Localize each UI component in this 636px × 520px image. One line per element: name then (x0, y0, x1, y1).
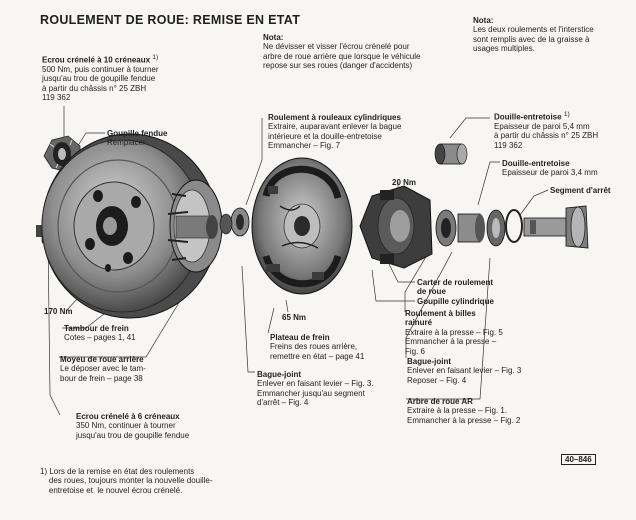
callout-roulement-cyl-text: Extraire, auparavant enlever la bague in… (268, 122, 402, 151)
callout-roulement-billes: Roulement à billes rainuré Extraire à la… (405, 309, 503, 356)
page-title: ROULEMENT DE ROUE: REMISE EN ETAT (40, 13, 301, 27)
leader-lines (47, 106, 549, 416)
brake-drum-part (41, 133, 219, 319)
callout-roulement-billes-heading: Roulement à billes rainuré (405, 309, 476, 328)
callout-moyeu-text: Le déposer avec le tam- bour de frein – … (60, 364, 146, 383)
roller-bearing-part (219, 207, 250, 237)
callout-tambour: Tambour de frein Cotes – pages 1, 41 (64, 324, 136, 343)
callout-plateau: Plateau de frein Freins des roues arrièr… (270, 333, 364, 361)
callout-arbre-heading: Arbre de roue AR (407, 397, 473, 406)
footnote: 1) Lors de la remise en état des rouleme… (40, 467, 213, 495)
callout-plateau-heading: Plateau de frein (270, 333, 330, 342)
callout-tambour-text: Cotes – pages 1, 41 (64, 333, 136, 343)
callout-bague-joint-2: Bague-joint Enlever en faisant levier – … (407, 357, 521, 385)
callout-170nm: 170 Nm (44, 307, 73, 316)
wheel-shaft-part (523, 205, 589, 249)
callout-20nm: 20 Nm (392, 178, 417, 187)
nota-right-heading: Nota: (473, 16, 494, 25)
callout-moyeu: Moyeu de roue arrière Le déposer avec le… (60, 355, 146, 383)
callout-bague-joint-1: Bague-joint Enlever en faisant levier – … (257, 370, 374, 408)
callout-bague-joint-1-heading: Bague-joint (257, 370, 301, 379)
callout-bague-joint-2-text: Enlever en faisant levier – Fig. 3 Repos… (407, 366, 522, 385)
callout-segment: Segment d'arrêt (550, 186, 611, 195)
callout-ecrou-6-text: 350 Nm, continuer à tourner jusqu'au tro… (76, 421, 190, 440)
callout-carter: Carter de roulement de roue (417, 278, 494, 297)
wheel-hub-part (167, 179, 223, 273)
callout-ecrou-6-heading: Ecrou crénelé à 6 créneaux (76, 412, 180, 421)
callout-douille-1-heading: Douille-entretoise (494, 112, 562, 122)
callout-roulement-cyl-heading: Roulement à rouleaux cylindriques (268, 113, 401, 122)
callout-ecrou-10: Ecrou crénelé à 10 créneaux 1) 500 Nm, p… (42, 53, 159, 103)
callout-douille-2-heading: Douille-entretoise (502, 159, 570, 168)
page-reference: 40–846 (561, 454, 596, 465)
callout-douille-1-text: Epaisseur de paroi 5,4 mm à partir du ch… (494, 122, 599, 150)
callout-65nm: 65 Nm (282, 313, 307, 322)
callout-douille-1: Douille-entretoise 1) Epaisseur de paroi… (494, 110, 598, 150)
spacer-sleeve-part (457, 213, 485, 243)
callout-ecrou-10-sup: 1) (152, 54, 159, 61)
nota-top-heading: Nota: (263, 33, 284, 42)
ball-bearing-part (435, 209, 457, 247)
callout-ecrou-10-heading: Ecrou crénelé à 10 créneaux (42, 55, 151, 65)
bearing-housing-part (359, 185, 433, 269)
callout-goupille-heading: Goupille fendue (107, 129, 168, 138)
callout-goupille-cyl: Goupille cylindrique (417, 297, 494, 306)
callout-roulement-cyl: Roulement à rouleaux cylindriques Extrai… (268, 113, 401, 151)
callout-arbre-text: Extraire à la presse – Fig. 1. Emmancher… (407, 406, 521, 425)
callout-douille-2: Douille-entretoise Epaisseur de paroi 3,… (502, 159, 598, 178)
callout-plateau-text: Freins des roues arrière, remettre en ét… (270, 342, 365, 361)
nota-top-text: Ne dévisser et visser l'écrou crénelé po… (263, 42, 421, 71)
nota-top: Nota: Ne dévisser et visser l'écrou crén… (263, 33, 420, 71)
callout-douille-2-text: Epaisseur de paroi 3,4 mm (502, 168, 598, 178)
brake-plate-part (251, 157, 353, 295)
nota-right: Nota: Les deux roulements et l'interstic… (473, 16, 594, 54)
nota-right-text: Les deux roulements et l'interstice sont… (473, 25, 594, 54)
callout-moyeu-heading: Moyeu de roue arrière (60, 355, 144, 364)
shaft-seal-part (486, 209, 523, 247)
callout-goupille-text: Remplacer (107, 138, 146, 148)
callout-douille-1-sup: 1) (563, 111, 570, 118)
callout-tambour-heading: Tambour de frein (64, 324, 129, 333)
callout-bague-joint-1-text: Enlever en faisant levier – Fig. 3. Emma… (257, 379, 374, 408)
callout-roulement-billes-text: Extraire à la presse – Fig. 5 Emmancher … (405, 327, 503, 356)
callout-bague-joint-2-heading: Bague-joint (407, 357, 451, 366)
callout-goupille: Goupille fendue Remplacer (107, 129, 167, 148)
small-spacer-sleeve-part (434, 143, 468, 165)
callout-ecrou-10-text: 500 Nm, puis continuer à tourner jusqu'a… (42, 65, 159, 103)
callout-arbre: Arbre de roue AR Extraire à la presse – … (407, 397, 520, 425)
callout-ecrou-6: Ecrou crénelé à 6 créneaux 350 Nm, conti… (76, 412, 189, 440)
